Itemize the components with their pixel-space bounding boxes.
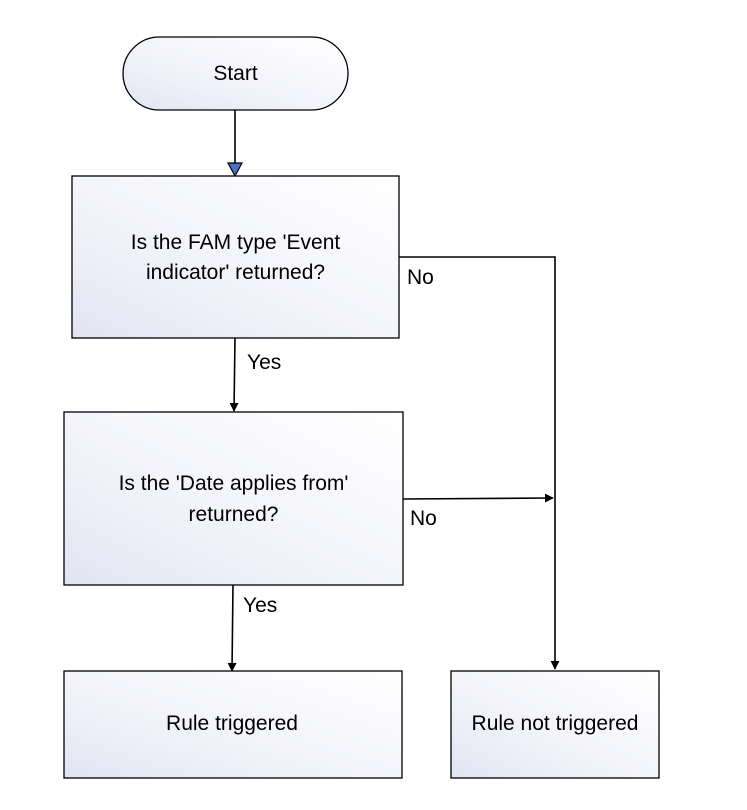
decision-fam-label-line1: Is the FAM type 'Event <box>131 231 341 254</box>
connector-fam-yes <box>229 337 239 412</box>
edge-label-fam-no: No <box>407 266 434 289</box>
decision-date-label-line2: returned? <box>189 503 279 526</box>
rule-triggered-node: Rule triggered <box>63 670 403 779</box>
connector-date-yes <box>227 584 237 672</box>
decision-fam-label-line2: indicator' returned? <box>146 261 325 284</box>
decision-fam-node: Is the FAM type 'Event indicator' return… <box>71 175 400 339</box>
connector-fam-no <box>399 256 560 670</box>
decision-fam-shape <box>71 175 400 339</box>
rule-not-triggered-shape <box>450 670 660 779</box>
decision-date-label-line1: Is the 'Date applies from' <box>119 472 349 495</box>
connector-start-arrowhead <box>226 162 244 178</box>
start-node: Start <box>122 36 349 111</box>
start-label: Start <box>213 62 258 85</box>
rule-triggered-shape <box>63 670 403 779</box>
connector-start-to-fam <box>226 110 244 178</box>
rule-not-triggered-label: Rule not triggered <box>472 712 639 735</box>
edge-label-date-yes: Yes <box>243 594 277 617</box>
connector-date-no <box>402 493 554 503</box>
edge-label-date-no: No <box>410 507 437 530</box>
decision-date-shape <box>63 411 404 586</box>
decision-date-node: Is the 'Date applies from' returned? <box>63 411 404 586</box>
rule-not-triggered-node: Rule not triggered <box>450 670 660 779</box>
edge-label-fam-yes: Yes <box>247 351 281 374</box>
rule-triggered-label: Rule triggered <box>166 712 298 735</box>
